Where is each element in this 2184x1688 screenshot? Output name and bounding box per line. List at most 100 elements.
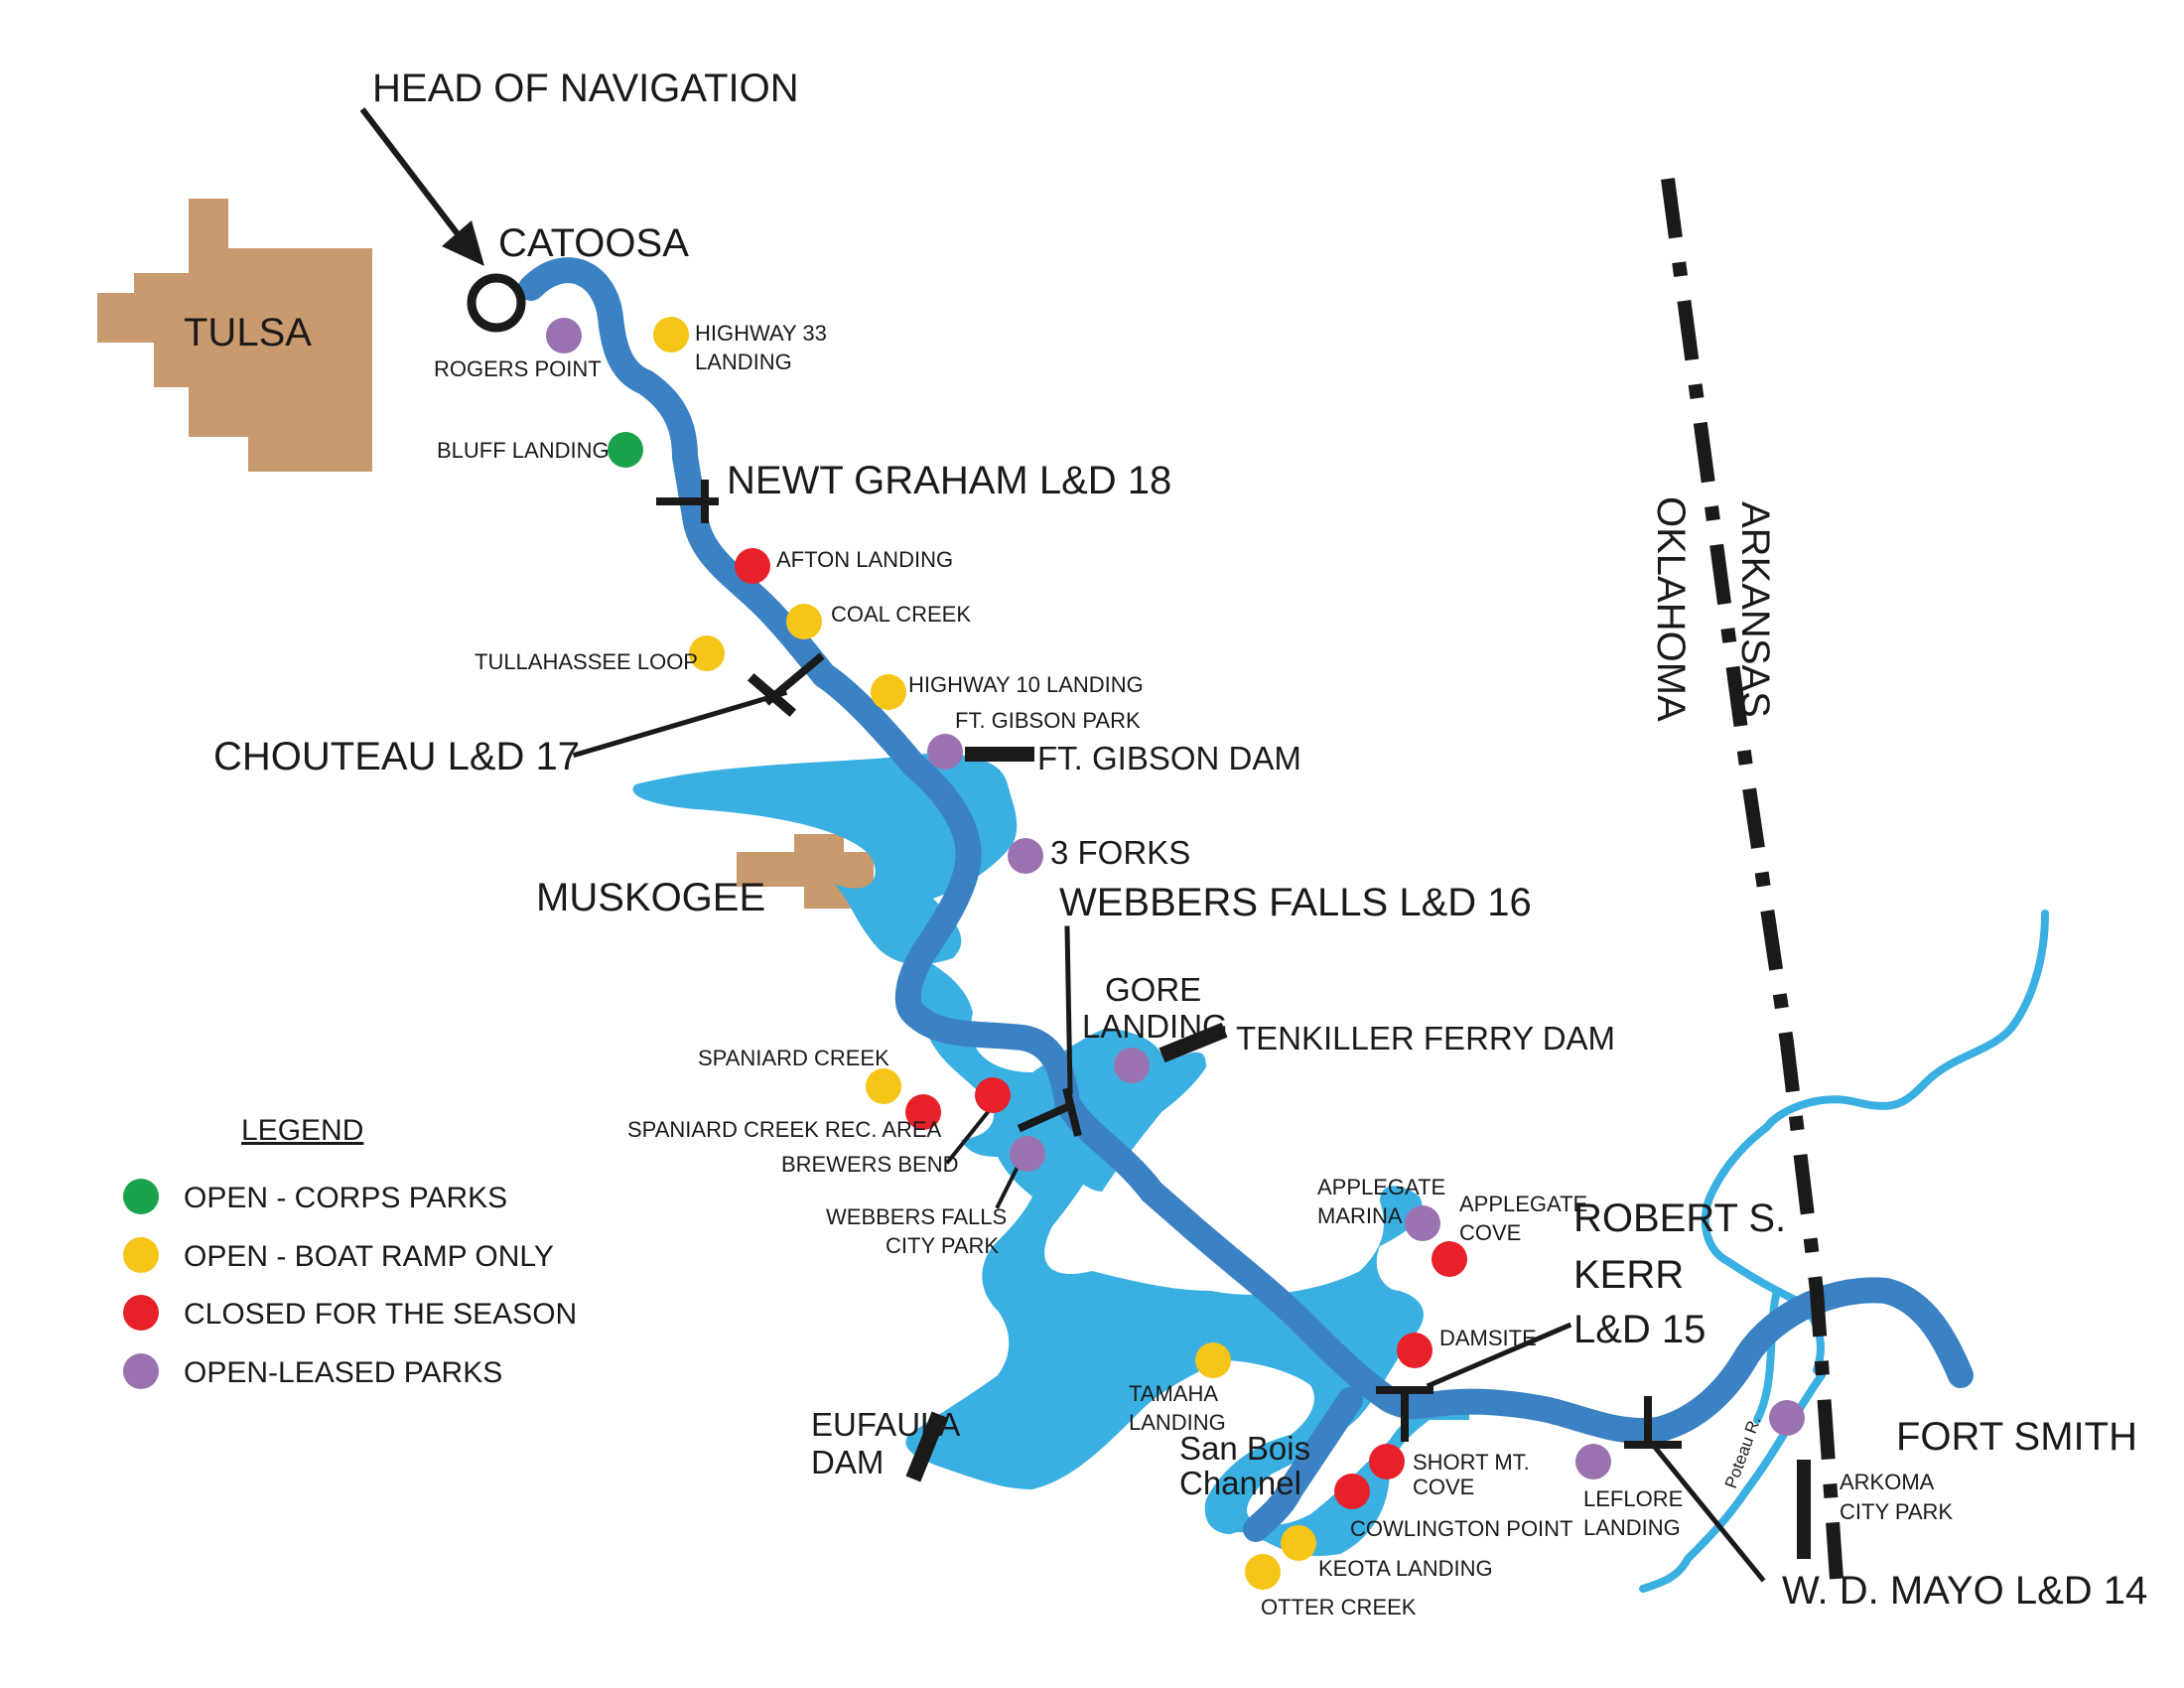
park-ft-gibson-park-marker xyxy=(927,734,963,770)
muskogee-city-area xyxy=(737,834,874,909)
eufaula-dam-label-line1: EUFAULA xyxy=(811,1406,960,1443)
mayo-lock-label: W. D. MAYO L&D 14 xyxy=(1782,1569,2147,1613)
park-brewers-bend-label: BREWERS BEND xyxy=(781,1152,958,1177)
ft-gibson-dam-marker xyxy=(965,747,1034,762)
park-keota-landing-marker xyxy=(1281,1525,1316,1561)
park-bluff-landing-marker xyxy=(608,432,643,468)
catoosa-port-marker xyxy=(467,273,526,333)
park-gore-landing-label-line1: GORE xyxy=(1105,971,1201,1008)
fort-gibson-lake xyxy=(632,753,1018,965)
park-tamaha-landing-label-line1: TAMAHA xyxy=(1129,1381,1218,1406)
poteau-river-low xyxy=(1753,1287,1781,1424)
park-applegate-marina-label-line1: APPLEGATE xyxy=(1317,1175,1445,1199)
park-afton-landing-label: AFTON LANDING xyxy=(776,547,953,572)
park-webbers-falls-city-label-line2: CITY PARK xyxy=(886,1233,999,1258)
legend: LEGEND OPEN - CORPS PARKS OPEN - BOAT RA… xyxy=(123,1114,577,1389)
park-short-mt-cove-marker xyxy=(1369,1444,1405,1479)
park-arkoma-city-park-label-line2: CITY PARK xyxy=(1840,1499,1953,1524)
eufaula-dam-label-line2: DAM xyxy=(811,1444,884,1480)
legend-closed-label: CLOSED FOR THE SEASON xyxy=(184,1298,577,1331)
legend-corps-marker xyxy=(123,1179,159,1214)
park-brewers-bend-marker xyxy=(975,1077,1011,1113)
legend-boat-ramp-marker xyxy=(123,1237,159,1273)
legend-leased-label: OPEN-LEASED PARKS xyxy=(184,1356,502,1389)
park-highway-33-label-line1: HIGHWAY 33 xyxy=(695,321,827,346)
state-border-line xyxy=(1661,178,1843,1580)
park-arkoma-city-park-marker xyxy=(1769,1400,1805,1436)
park-highway-33-label-line2: LANDING xyxy=(695,350,792,374)
park-gore-landing-label-line2: LANDING xyxy=(1082,1008,1228,1045)
park-spaniard-creek-label: SPANIARD CREEK xyxy=(698,1046,889,1070)
tulsa-city-area xyxy=(97,199,372,472)
park-spaniard-creek-rec-label: SPANIARD CREEK REC. AREA xyxy=(627,1117,942,1142)
park-gore-landing-marker xyxy=(1114,1048,1150,1083)
park-ft-gibson-park-label: FT. GIBSON PARK xyxy=(955,708,1141,733)
park-coal-creek-label: COAL CREEK xyxy=(831,602,971,627)
muskogee-label: MUSKOGEE xyxy=(536,876,765,919)
park-coal-creek-marker xyxy=(786,604,822,639)
webbers-falls-leader-line xyxy=(1064,925,1073,1095)
park-cowlington-point-marker xyxy=(1334,1474,1370,1509)
park-markers xyxy=(546,317,1805,1590)
head-of-navigation-arrow xyxy=(359,107,468,245)
webbers-falls-lock-label: WEBBERS FALLS L&D 16 xyxy=(1059,881,1532,924)
park-3-forks-marker xyxy=(1008,838,1043,874)
park-keota-landing-label: KEOTA LANDING xyxy=(1318,1556,1493,1581)
oklahoma-label: OKLAHOMA xyxy=(1649,496,1693,722)
mayo-leader-line xyxy=(1649,1441,1766,1583)
park-highway-10-marker xyxy=(871,674,906,710)
park-rogers-point-marker xyxy=(546,318,582,353)
park-highway-33-marker xyxy=(653,317,689,352)
park-3-forks-label: 3 FORKS xyxy=(1050,834,1190,871)
arrow-head-icon xyxy=(442,220,484,266)
park-leflore-landing-marker xyxy=(1575,1444,1611,1479)
arkoma-dam-marker xyxy=(1797,1460,1811,1559)
park-tullahassee-loop-marker xyxy=(689,635,725,671)
kerr-lock-label-line3: L&D 15 xyxy=(1573,1308,1706,1351)
kerr-lock-label-line2: KERR xyxy=(1573,1253,1684,1297)
webbers-falls-lock-marker xyxy=(1017,1101,1073,1133)
tulsa-label: TULSA xyxy=(184,311,312,354)
legend-corps-label: OPEN - CORPS PARKS xyxy=(184,1182,507,1214)
park-applegate-cove-label-line1: APPLEGATE xyxy=(1459,1192,1587,1216)
tenkiller-dam-label: TENKILLER FERRY DAM xyxy=(1236,1020,1615,1056)
dam-markers xyxy=(905,747,1811,1559)
park-damsite-marker xyxy=(1397,1333,1433,1368)
park-otter-creek-label: OTTER CREEK xyxy=(1261,1595,1417,1619)
park-short-mt-cove-label-line1: SHORT MT. xyxy=(1413,1450,1530,1475)
kerr-lock-label-line1: ROBERT S. xyxy=(1573,1196,1786,1240)
ft-gibson-dam-label: FT. GIBSON DAM xyxy=(1037,740,1301,776)
robert-s-kerr-lake xyxy=(905,953,1469,1556)
park-otter-creek-marker xyxy=(1245,1554,1281,1590)
kerr-leader-line xyxy=(1426,1322,1572,1389)
park-short-mt-cove-label-line2: COVE xyxy=(1413,1475,1474,1499)
eufaula-dam-marker xyxy=(905,1411,947,1482)
chouteau-leader-line xyxy=(572,689,788,759)
arkansas-label: ARKANSAS xyxy=(1733,501,1777,718)
legend-title: LEGEND xyxy=(241,1114,363,1147)
eufaula-channel xyxy=(1243,1387,1363,1542)
tenkiller-dam-marker xyxy=(1159,1022,1228,1063)
brewers-bend-leader-line xyxy=(945,1109,991,1165)
park-damsite-label: DAMSITE xyxy=(1439,1326,1537,1350)
park-applegate-marina-label-line2: MARINA xyxy=(1317,1203,1403,1228)
park-applegate-cove-label-line2: COVE xyxy=(1459,1220,1521,1245)
mckellan-kerr-channel xyxy=(518,257,1974,1444)
legend-boat-ramp-label: OPEN - BOAT RAMP ONLY xyxy=(184,1240,554,1273)
park-spaniard-creek-marker xyxy=(866,1068,901,1104)
park-cowlington-point-label: COWLINGTON POINT xyxy=(1350,1516,1573,1541)
park-webbers-falls-city-label-line1: WEBBERS FALLS xyxy=(826,1204,1007,1229)
park-webbers-falls-city-marker xyxy=(1010,1136,1045,1172)
head-of-navigation-label: HEAD OF NAVIGATION xyxy=(372,67,799,110)
park-leflore-landing-label-line1: LEFLORE xyxy=(1583,1486,1683,1511)
park-tamaha-landing-marker xyxy=(1195,1342,1231,1378)
park-spaniard-creek-rec-marker xyxy=(905,1094,941,1130)
park-rogers-point-label: ROGERS POINT xyxy=(434,356,602,381)
park-applegate-cove-marker xyxy=(1432,1241,1467,1277)
legend-closed-marker xyxy=(123,1295,159,1331)
newt-graham-lock-label: NEWT GRAHAM L&D 18 xyxy=(727,459,1171,502)
tenkiller-lake-arm xyxy=(1052,1052,1206,1192)
san-bois-channel-label-line2: Channel xyxy=(1179,1465,1301,1501)
park-afton-landing-marker xyxy=(735,548,770,584)
